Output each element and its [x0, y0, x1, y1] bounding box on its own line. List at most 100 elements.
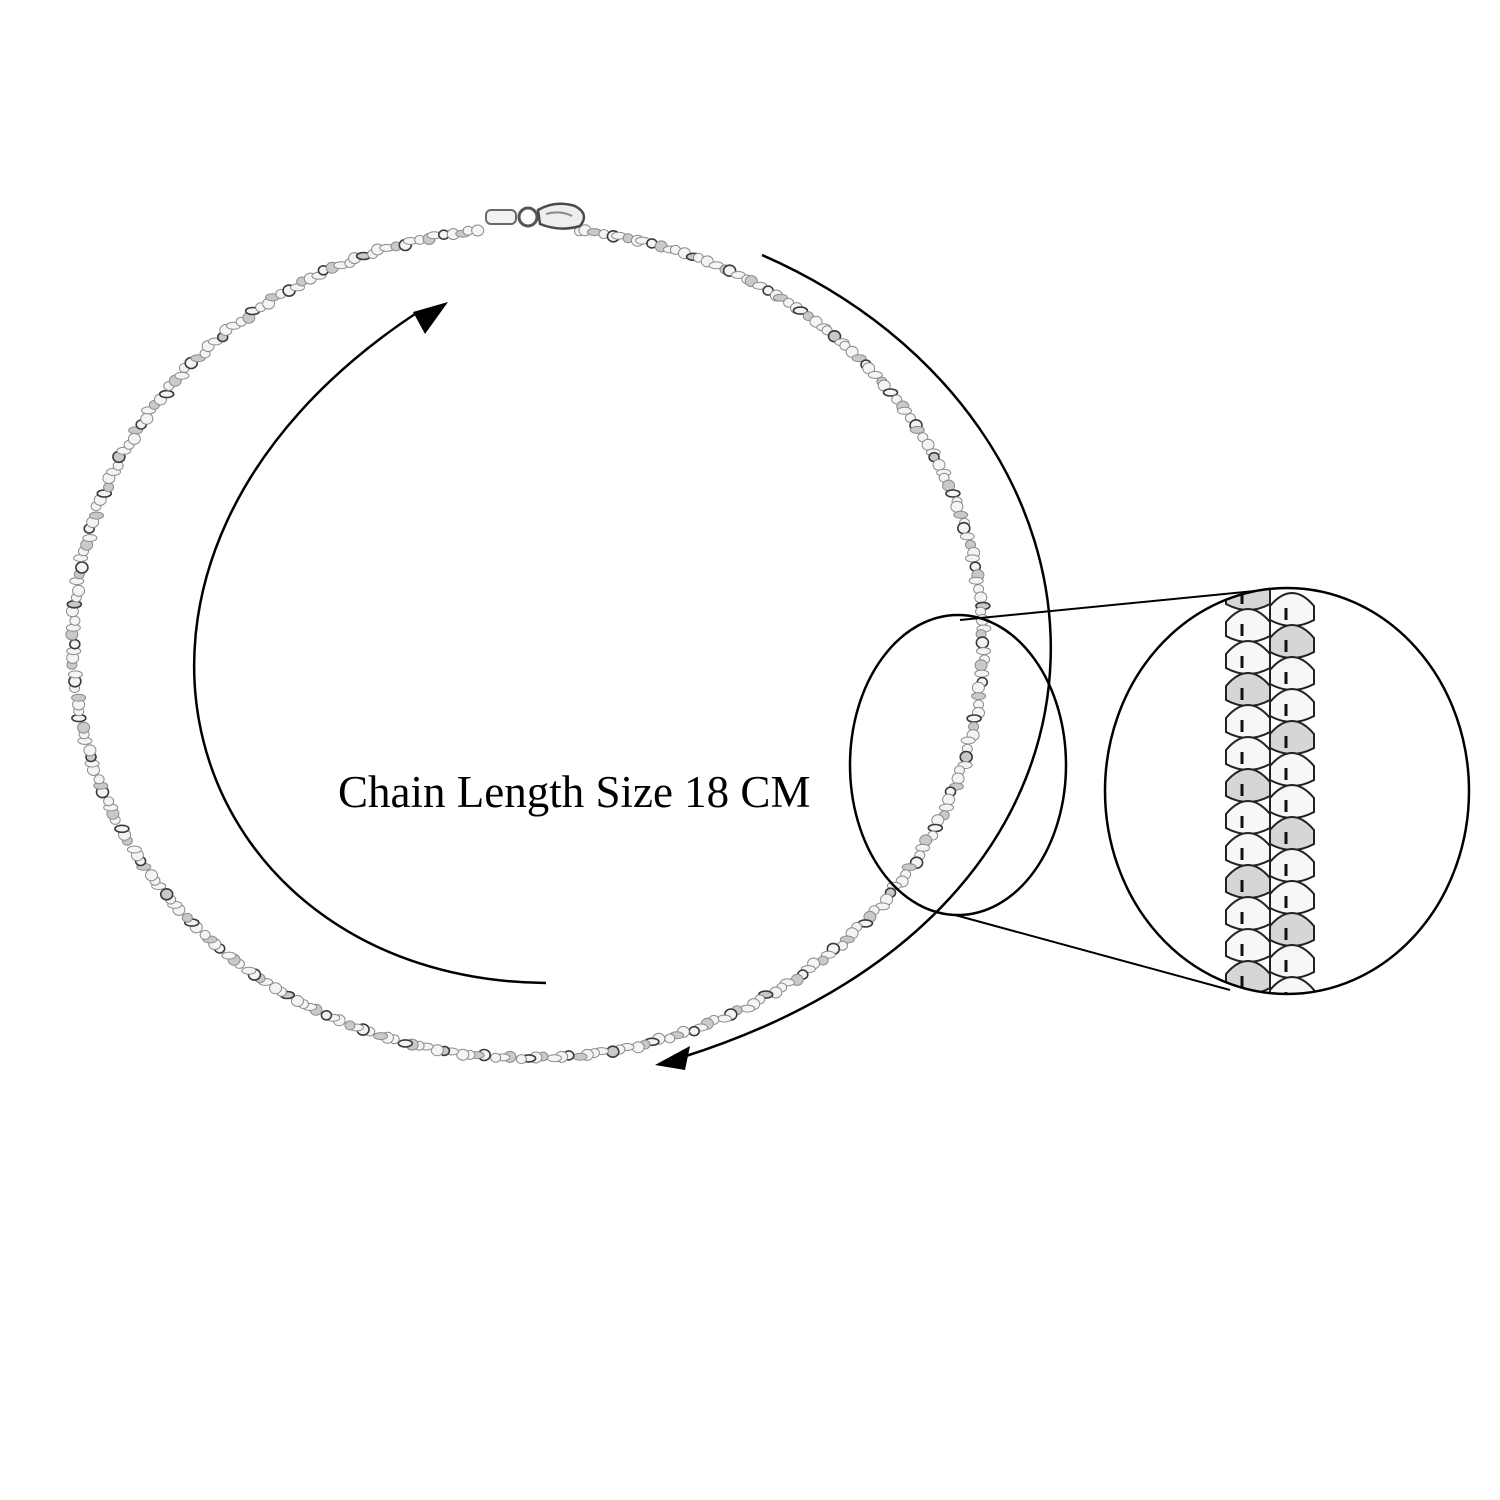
- zoomed-link: [1225, 832, 1271, 867]
- chain-link: [77, 721, 91, 734]
- chain-link: [927, 823, 944, 833]
- chain-link: [974, 659, 988, 672]
- chain-length-caption: Chain Length Size 18 CM: [338, 767, 811, 817]
- chain-link: [964, 554, 980, 563]
- chain-link: [291, 995, 304, 1007]
- chain-link: [959, 750, 974, 764]
- zoomed-link: [1225, 928, 1271, 963]
- chain-link: [82, 534, 98, 542]
- chain-link: [89, 511, 104, 520]
- chain-link: [975, 636, 990, 649]
- zoomed-link: [1269, 656, 1315, 691]
- zoomed-link: [1269, 912, 1315, 947]
- clasp: [485, 202, 586, 230]
- chain-link: [716, 1014, 732, 1023]
- chain-link: [75, 561, 89, 574]
- chain-link: [942, 793, 956, 806]
- chain-link: [882, 388, 899, 397]
- chain-link: [241, 966, 257, 975]
- zoomed-link: [1225, 608, 1271, 643]
- necklace-chain: [65, 224, 992, 1065]
- zoomed-link: [1269, 624, 1315, 659]
- chain-link: [909, 425, 925, 434]
- chain-link: [915, 843, 931, 852]
- chain-link: [127, 432, 141, 445]
- zoomed-link: [1225, 672, 1271, 707]
- zoomed-link: [1225, 640, 1271, 675]
- chain-link: [974, 591, 988, 604]
- chain-link: [664, 1033, 676, 1044]
- chain-link: [976, 647, 991, 656]
- chain-link: [320, 1009, 333, 1021]
- zoomed-chain-detail: [1225, 588, 1315, 994]
- zoomed-link: [1269, 944, 1315, 979]
- chain-link: [971, 681, 985, 694]
- chain-link: [71, 693, 87, 702]
- zoomed-link: [1225, 768, 1271, 803]
- chain-link: [67, 670, 83, 679]
- chain-link: [174, 371, 190, 380]
- zoom-detail-circle: [1103, 586, 1471, 996]
- zoomed-link: [1269, 592, 1315, 627]
- chain-link: [953, 510, 969, 519]
- chain-link: [950, 500, 964, 513]
- zoomed-link: [1269, 784, 1315, 819]
- right-measure-arc: [682, 253, 1052, 1059]
- chain-link: [126, 845, 142, 854]
- chain-link: [373, 1032, 389, 1041]
- chain-link: [960, 736, 976, 745]
- zoomed-link: [1269, 816, 1315, 851]
- zoomed-link: [1225, 800, 1271, 835]
- chain-link: [968, 576, 984, 585]
- zoomed-link: [1269, 720, 1315, 755]
- left-measure-arc: [192, 310, 547, 985]
- chain-link: [773, 293, 788, 302]
- chain-link: [792, 306, 809, 315]
- zoom-connector-bottom: [954, 914, 1231, 991]
- chain-link: [145, 869, 158, 882]
- zoomed-link: [1225, 704, 1271, 739]
- chain-link: [688, 1025, 701, 1037]
- chain-link: [93, 774, 105, 785]
- chain-link: [430, 1044, 444, 1057]
- chain-link: [269, 982, 282, 995]
- chain-link: [456, 1048, 470, 1061]
- chain-link: [397, 1039, 414, 1048]
- chain-link: [181, 912, 193, 923]
- chain-link: [69, 638, 81, 650]
- chain-link: [83, 744, 97, 757]
- arrowhead-icon: [413, 302, 448, 334]
- zoomed-link: [1269, 880, 1315, 915]
- chain-link: [959, 532, 975, 541]
- zoomed-link: [1269, 848, 1315, 883]
- chain-link: [114, 824, 130, 834]
- zoomed-link: [1269, 752, 1315, 787]
- chain-link: [72, 584, 86, 597]
- chain-link: [966, 714, 982, 723]
- chain-link: [867, 370, 883, 379]
- zoomed-link: [1269, 688, 1315, 723]
- chain-link: [971, 692, 987, 701]
- chain-link: [974, 669, 990, 678]
- chain-link: [956, 521, 971, 535]
- chain-link: [851, 354, 867, 363]
- chain-link: [69, 615, 81, 626]
- chain-link: [158, 389, 175, 399]
- chain-link: [140, 412, 154, 425]
- chain-link: [199, 929, 211, 940]
- zoomed-link: [1225, 896, 1271, 931]
- chain-link: [546, 1054, 562, 1063]
- chain-link: [221, 951, 237, 960]
- chain-link: [103, 796, 115, 807]
- chain-link: [939, 803, 954, 812]
- chain-link: [572, 1052, 588, 1061]
- chain-link: [490, 1052, 502, 1063]
- chain-link: [740, 1004, 755, 1013]
- chain-link: [515, 1054, 527, 1065]
- zoom-connector-top: [959, 589, 1266, 621]
- chain-link: [945, 489, 961, 498]
- zoomed-link: [1225, 864, 1271, 899]
- chain-link: [897, 406, 912, 415]
